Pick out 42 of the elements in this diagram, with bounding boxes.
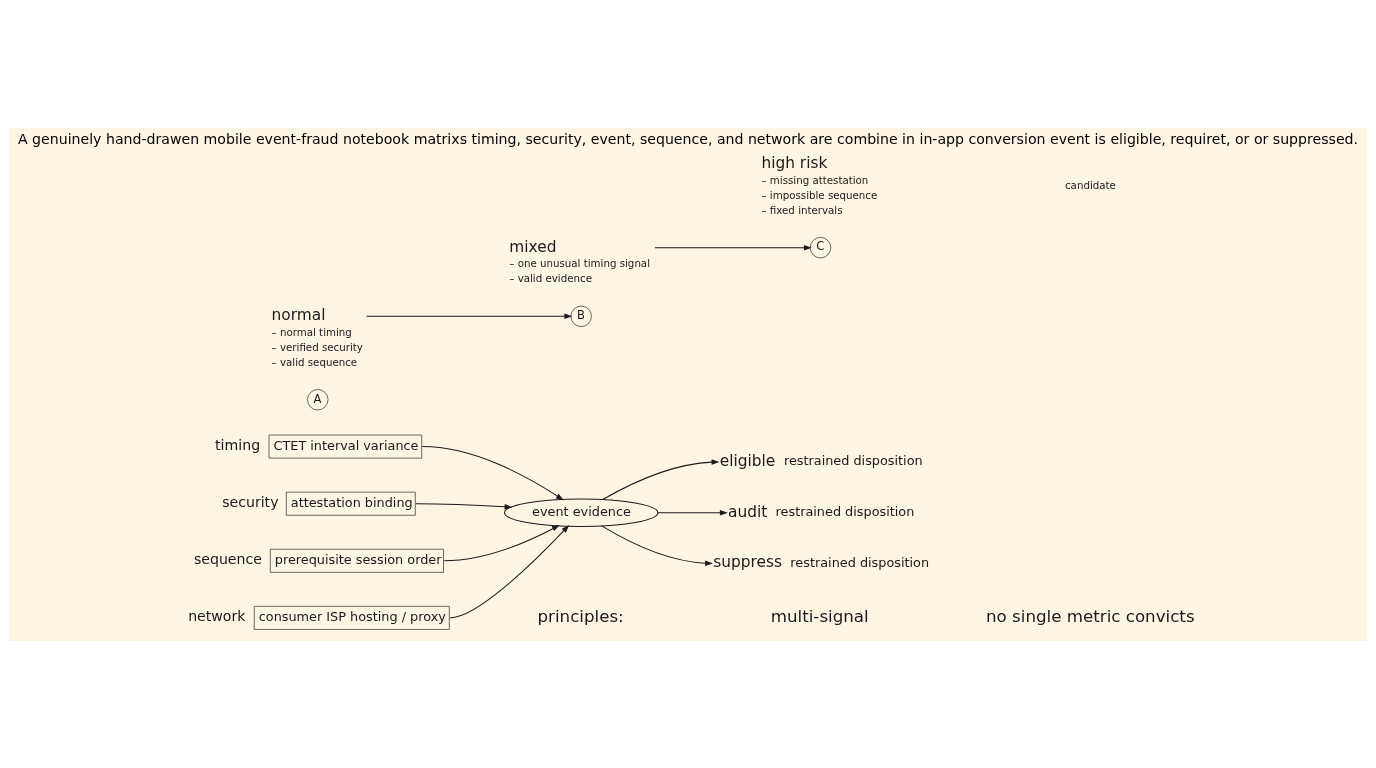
node-circle: C (809, 236, 832, 258)
node-label: – normal timing (271, 325, 352, 338)
node-label: – fixed intervals (761, 203, 843, 216)
label: multi-signal (770, 606, 869, 626)
arrow (415, 502, 513, 510)
arrow (602, 458, 720, 500)
node-box: consumer ISP hosting / proxy (253, 605, 450, 630)
node-label: restrained disposition (783, 452, 923, 468)
node-text: normal (271, 305, 326, 324)
node-text: audit (728, 502, 768, 521)
node-label: sequence (193, 550, 262, 567)
label: no single metric convicts (986, 606, 1195, 626)
node-box: attestation binding (286, 491, 416, 516)
arrow (654, 244, 812, 250)
node-label: – valid evidence (509, 271, 592, 284)
node-box: CTET interval variance (268, 434, 423, 458)
node-circle: A (307, 388, 329, 410)
node-circle: B (570, 305, 592, 327)
arrow (657, 509, 728, 515)
node-text: eligible (719, 451, 776, 470)
node-text: mixed (509, 237, 557, 256)
label: principles: (537, 606, 624, 626)
arrow (366, 313, 573, 319)
node-label: – verified security (271, 340, 363, 353)
node-label: security (222, 493, 279, 510)
node-label: – impossible sequence (761, 188, 878, 201)
arrow (421, 445, 564, 500)
node-label: – missing attestation (761, 173, 869, 186)
node-label: – one unusual timing signal (509, 256, 651, 269)
arrow (443, 524, 560, 561)
node-label: restrained disposition (775, 503, 915, 519)
node-label: timing (215, 436, 261, 453)
diagram-title: A genuinely hand-drawen mobile event-fraud notebook matrixs timing, security, event, sequence, and network are combine in in-app conversion event is eligible, requiret, or or suppressed. (17, 130, 1359, 147)
label: candidate (1064, 178, 1116, 191)
node-box: prerequisite session order (269, 548, 444, 573)
arrow (449, 524, 570, 618)
arrow (601, 524, 713, 566)
node-label: restrained disposition (790, 554, 930, 570)
node-label: network (188, 607, 246, 624)
node-text: suppress (713, 552, 783, 571)
node-label: – valid sequence (271, 355, 358, 368)
node-text: high risk (761, 153, 828, 172)
